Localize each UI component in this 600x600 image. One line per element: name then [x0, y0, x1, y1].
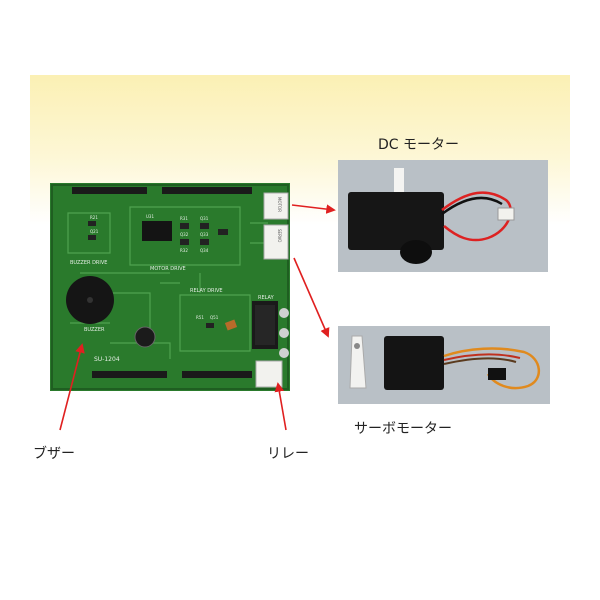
servo-motor-label: サーボモーター: [354, 421, 452, 437]
pin-header-top-left: [72, 187, 147, 194]
silk-u31: U31: [146, 214, 154, 219]
silk-r32: R32: [180, 248, 188, 253]
motor-driver-ic: [142, 221, 172, 241]
silk-q32: Q32: [180, 232, 189, 237]
silk-r51: R51: [196, 315, 204, 320]
silk-r31: R31: [180, 216, 188, 221]
silk-q33: Q33: [200, 232, 209, 237]
dc-motor-gearbox: [348, 192, 444, 250]
silk-relay-drive: RELAY DRIVE: [190, 288, 223, 294]
pin-header-top-right: [162, 187, 252, 194]
silk-model: SU-1204: [94, 356, 120, 363]
buzzer-label: ブザー: [33, 446, 75, 462]
servo-horn: [349, 335, 367, 389]
silk-r21: R21: [90, 215, 98, 220]
pcb-board-photo: BUZZER DRIVE MOTOR DRIVE RELAY DRIVE REL…: [50, 183, 290, 391]
relay-connector: [255, 360, 283, 388]
silk-q51: Q51: [210, 315, 219, 320]
servo-plug: [488, 368, 506, 380]
silk-motor-connector: MOTOR: [277, 197, 282, 212]
silk-q31: Q31: [200, 216, 209, 221]
silk-servo-connector: SERVO: [277, 229, 282, 242]
arrow-to-servo-motor: [293, 257, 330, 338]
servo-motor-photo: [338, 326, 550, 404]
motor-shaft: [394, 168, 404, 194]
silk-q21: Q21: [90, 229, 99, 234]
motor-connector: [263, 192, 289, 220]
relay-label: リレー: [267, 446, 309, 462]
pin-header-bottom-left: [92, 371, 167, 378]
silk-relay: RELAY: [258, 295, 275, 301]
silk-buzzer-drive: BUZZER DRIVE: [70, 260, 107, 266]
capacitor: [134, 326, 156, 348]
silk-motor-drive: MOTOR DRIVE: [150, 266, 186, 272]
servo-connector: [263, 224, 289, 260]
dc-motor-label: DC モーター: [378, 137, 460, 153]
silk-q34: Q34: [200, 248, 209, 253]
silk-buzzer: BUZZER: [84, 327, 105, 333]
pin-header-bottom-right: [182, 371, 252, 378]
servo-body: [384, 336, 444, 390]
dc-motor-plug: [497, 207, 515, 221]
dc-motor-photo: [338, 160, 548, 272]
